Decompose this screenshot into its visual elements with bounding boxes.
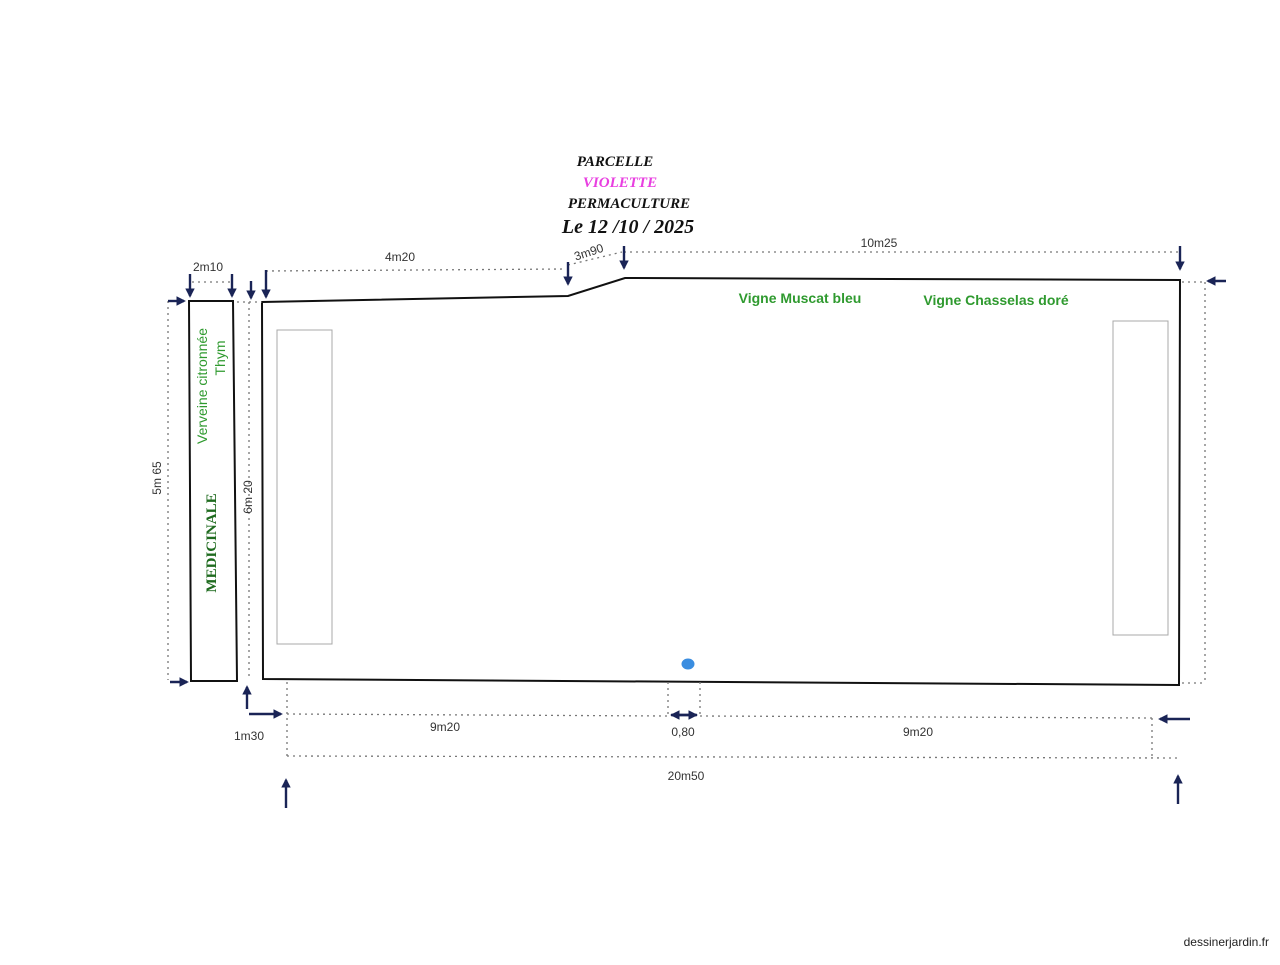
dim-bottom-b: 9m20 xyxy=(903,725,933,739)
dimension-arrows xyxy=(168,246,1226,808)
label-thym: Thym xyxy=(212,341,228,376)
right-bed xyxy=(1112,320,1169,636)
title-parcelle: PARCELLE xyxy=(577,154,653,170)
dim-bottom-left: 1m30 xyxy=(234,729,264,743)
credit-link[interactable]: dessinerjardin.fr xyxy=(1183,935,1269,949)
dim-bottom-gap: 0,80 xyxy=(671,725,695,739)
medicinal-strip-outline xyxy=(187,300,239,682)
point-marker xyxy=(681,658,695,670)
label-vigne-chasselas: Vigne Chasselas doré xyxy=(923,292,1068,308)
dim-top-left: 2m10 xyxy=(193,260,223,274)
dim-top-b: 3m90 xyxy=(572,241,605,264)
dim-total: 20m50 xyxy=(668,769,705,783)
left-bed xyxy=(276,329,333,645)
label-verveine: Verveine citronnée xyxy=(194,328,210,444)
main-parcel-outline xyxy=(260,276,1182,687)
dimension-lines xyxy=(167,251,1206,759)
dim-top-c: 10m25 xyxy=(861,236,898,250)
title-block: PARCELLE VIOLETTE PERMACULTURE Le 12 /10… xyxy=(561,154,694,238)
dim-left-height: 5m 65 xyxy=(150,461,164,495)
dim-top-a: 4m20 xyxy=(385,250,415,264)
dim-inner-height: 6m 20 xyxy=(241,480,255,514)
title-permaculture: PERMACULTURE xyxy=(568,196,690,212)
label-vigne-muscat: Vigne Muscat bleu xyxy=(739,290,862,306)
title-violette: VIOLETTE xyxy=(583,175,657,191)
label-medicinale: MEDICINALE xyxy=(204,493,220,592)
title-date: Le 12 /10 / 2025 xyxy=(561,216,694,238)
dim-bottom-a: 9m20 xyxy=(430,720,460,734)
